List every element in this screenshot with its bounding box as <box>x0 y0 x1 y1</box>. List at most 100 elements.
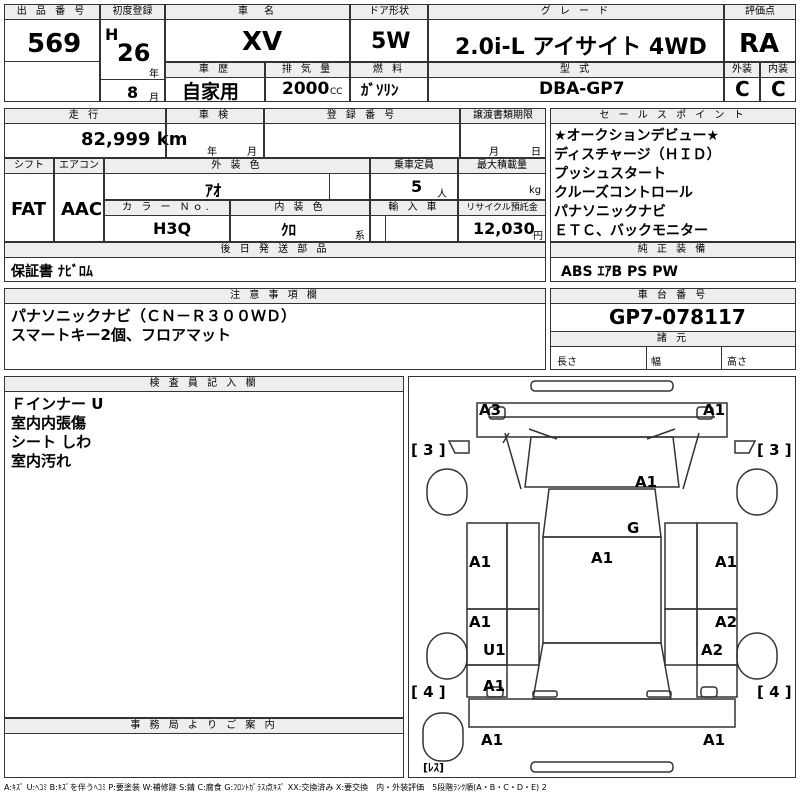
lot-number: 569 <box>27 29 82 59</box>
later-parts-label: 後 日 発 送 部 品 <box>5 243 545 258</box>
recycle-label: リサイクル預託金 <box>459 201 545 216</box>
notes-line: パナソニックナビ（ＣＮ－Ｒ３００ＷＤ） <box>11 307 297 325</box>
load-box: 最大積載量 kg <box>458 158 546 200</box>
capacity-label: 乗車定員 <box>371 159 457 174</box>
damage-rear-right: A1 <box>703 731 726 749</box>
damage-front-right: A1 <box>703 401 726 419</box>
notes-box: 注 意 事 項 欄 パナソニックナビ（ＣＮ－Ｒ３００ＷＤ） スマートキー2個、フ… <box>4 288 546 370</box>
fuel: ｶﾞｿﾘﾝ <box>361 81 399 99</box>
damage-hood: A1 <box>635 473 658 491</box>
reg-label: 登 録 番 号 <box>265 109 459 124</box>
int-color-unit: 系 <box>355 231 365 242</box>
ac-box: エアコン AAC <box>54 158 104 242</box>
capacity-box: 乗車定員 5 人 <box>370 158 458 200</box>
notes-label: 注 意 事 項 欄 <box>5 289 545 304</box>
inspector-line: シート しわ <box>11 433 92 451</box>
office-box: 事 務 局 よ り ご 案 内 <box>4 718 404 778</box>
score-label: 評価点 <box>725 5 795 20</box>
inspection-label: 車 検 <box>167 109 263 124</box>
int-grade-box: 内装 C <box>760 62 796 102</box>
grade-box: グ レ ー ド 2.0i-L アイサイト 4WD <box>428 4 724 62</box>
load-unit: kg <box>529 185 542 196</box>
damage-roof: A1 <box>591 549 614 567</box>
bracket-left-bottom: [ 4 ] <box>411 683 446 701</box>
import-box: 輸 入 車 <box>370 200 458 242</box>
history-box: 車 歴 自家用 <box>165 62 265 103</box>
spare-label: [ﾚｽ] <box>423 761 445 774</box>
transfer-label: 譲渡書類期限 <box>461 109 545 124</box>
sales-line: プッシュスタート <box>554 166 666 182</box>
damage-left-front-door: A1 <box>469 553 492 571</box>
genuine-equipment: ABS ｴｱB PS PW <box>561 264 678 280</box>
transfer-box: 譲渡書類期限 月 日 <box>460 108 546 158</box>
spec-width: 幅 <box>651 357 661 368</box>
sales-label: セ ー ル ス ポ イ ン ト <box>551 109 795 124</box>
color-no-box: カ ラ ー Ｎｏ. H3Q <box>104 200 230 242</box>
car-diagram: A3 A1 [ 3 ] [ 3 ] A1 G A1 A1 A1 A1 A2 U1… <box>408 376 796 778</box>
sales-line: クルーズコントロール <box>554 185 693 201</box>
later-parts-box: 後 日 発 送 部 品 保証書 ﾅﾋﾞﾛﾑ <box>4 242 546 282</box>
insp-month: 月 <box>247 147 257 158</box>
damage-front-left: A3 <box>479 401 502 419</box>
month-unit: 月 <box>149 93 159 104</box>
sales-line: ★オークションデビュー★ <box>554 128 720 144</box>
color-no-label: カ ラ ー Ｎｏ. <box>105 201 229 216</box>
car-name-box: 車 名 XV <box>165 4 350 62</box>
transfer-day: 日 <box>531 147 541 158</box>
sales-box: セ ー ル ス ポ イ ン ト ★オークションデビュー★ ディスチャージ（ＨＩＤ… <box>550 108 796 242</box>
displacement-label: 排 気 量 <box>266 63 349 78</box>
history: 自家用 <box>182 81 240 103</box>
car-outline-svg <box>422 380 778 773</box>
model-label: 型 式 <box>429 63 723 78</box>
door-label: ドア形状 <box>351 5 427 20</box>
grade-label: グ レ ー ド <box>429 5 723 20</box>
fuel-label: 燃 料 <box>351 63 427 78</box>
first-reg-label: 初度登録 <box>101 5 164 20</box>
year-unit: 年 <box>149 69 159 80</box>
displacement: 2000 <box>282 79 330 99</box>
office-label: 事 務 局 よ り ご 案 内 <box>5 719 403 734</box>
ext-color: ｱｵ <box>205 181 222 200</box>
damage-right-rear-fender: A2 <box>701 641 724 659</box>
spec-height: 高さ <box>727 357 747 368</box>
capacity: 5 <box>411 177 423 196</box>
bracket-right-top: [ 3 ] <box>757 441 792 459</box>
model-box: 型 式 DBA-GP7 <box>428 62 724 102</box>
damage-right-front-door: A1 <box>715 553 738 571</box>
import-label: 輸 入 車 <box>371 201 457 216</box>
genuine-box: 純 正 装 備 ABS ｴｱB PS PW <box>550 242 796 282</box>
damage-left-rear-quarter: A1 <box>483 677 506 695</box>
ext-color-box: 外 装 色 ｱｵ <box>104 158 370 200</box>
spec-label: 諸 元 <box>551 331 795 347</box>
recycle-unit: 円 <box>533 231 543 242</box>
notes-line: スマートキー2個、フロアマット <box>11 326 231 344</box>
history-label: 車 歴 <box>166 63 264 78</box>
model: DBA-GP7 <box>539 79 625 99</box>
ac: AAC <box>61 199 103 220</box>
score-box: 評価点 RA <box>724 4 796 62</box>
color-no: H3Q <box>153 219 192 238</box>
car-name-label: 車 名 <box>166 5 349 20</box>
shift: FAT <box>11 199 47 220</box>
mileage-label: 走 行 <box>5 109 165 124</box>
mileage-box: 走 行 82,999 km <box>4 108 187 158</box>
damage-left-rear-door: A1 <box>469 613 492 631</box>
lot-label: 出 品 番 号 <box>5 5 99 20</box>
shift-label: シフト <box>5 159 53 174</box>
first-reg-box: 初度登録 H 26 年 8 月 <box>100 4 165 104</box>
spec-length: 長さ <box>557 357 577 368</box>
damage-windshield: G <box>627 519 640 537</box>
later-parts: 保証書 ﾅﾋﾞﾛﾑ <box>11 264 93 280</box>
shift-box: シフト FAT <box>4 158 54 242</box>
inspector-line: Ｆインナー U <box>11 395 104 413</box>
damage-right-rear-door: A2 <box>715 613 738 631</box>
reg-number-box: 登 録 番 号 <box>264 108 460 158</box>
ac-label: エアコン <box>55 159 103 174</box>
ext-grade-box: 外装 C <box>724 62 760 102</box>
sales-line: ＥＴＣ、バックモニター <box>554 223 708 239</box>
score: RA <box>739 29 780 59</box>
int-color-label: 内 装 色 <box>231 201 369 216</box>
ext-label: 外装 <box>725 63 759 78</box>
genuine-label: 純 正 装 備 <box>551 243 795 258</box>
reg-month: 8 <box>127 83 139 102</box>
